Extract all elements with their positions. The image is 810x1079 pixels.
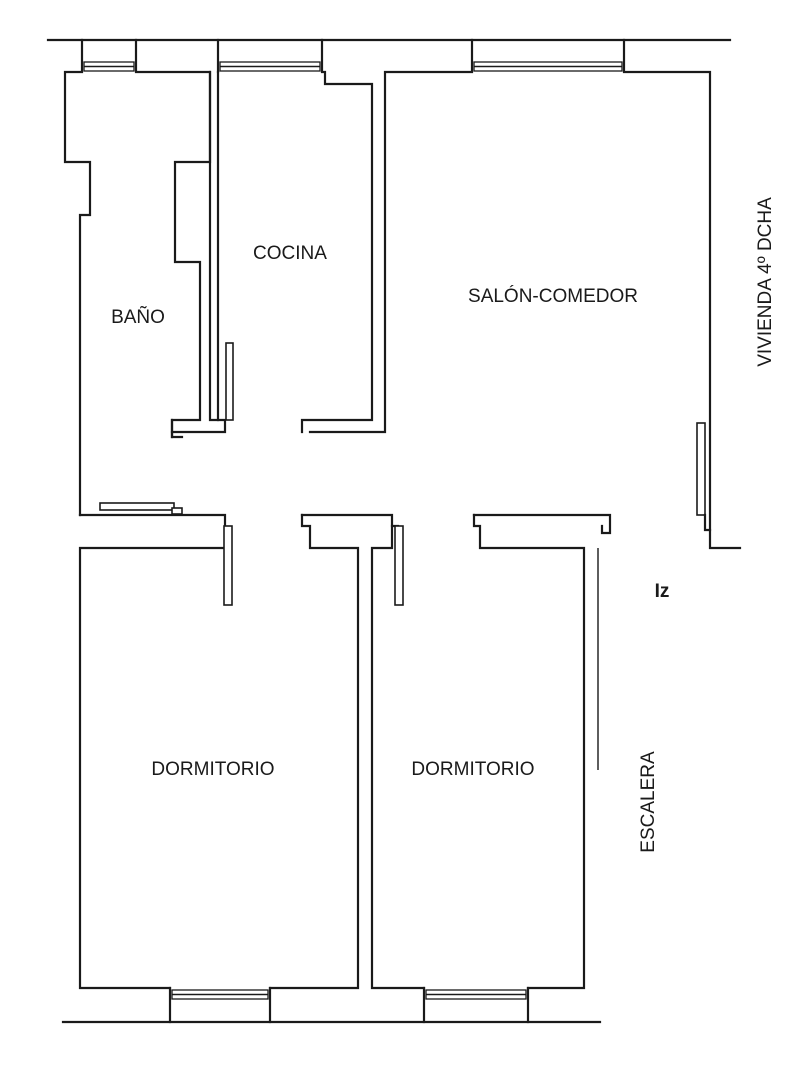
room-label-bano: BAÑO <box>111 306 165 328</box>
label-escalera: ESCALERA <box>638 751 659 853</box>
room-label-salon: SALÓN-COMEDOR <box>468 285 638 307</box>
bano-cocina-partition <box>170 70 227 439</box>
door-dormitorio-1 <box>223 525 233 606</box>
label-vivienda: VIVIENDA 4º DCHA <box>755 197 776 367</box>
room-label-dormitorio-1: DORMITORIO <box>151 759 274 780</box>
door-bano <box>99 502 175 511</box>
bottom-facade <box>61 986 602 1024</box>
bedroom-2-walls <box>370 513 612 990</box>
top-facade <box>46 38 742 550</box>
door-salon <box>696 422 706 516</box>
door-cocina <box>225 342 234 421</box>
label-iz: Iz <box>655 581 670 602</box>
bedroom-1-walls <box>78 513 400 990</box>
room-label-dormitorio-2: DORMITORIO <box>411 759 534 780</box>
windows-bottom <box>171 989 527 1000</box>
room-label-cocina: COCINA <box>253 243 327 264</box>
door-dormitorio-2 <box>394 525 404 606</box>
windows-top <box>83 61 623 72</box>
